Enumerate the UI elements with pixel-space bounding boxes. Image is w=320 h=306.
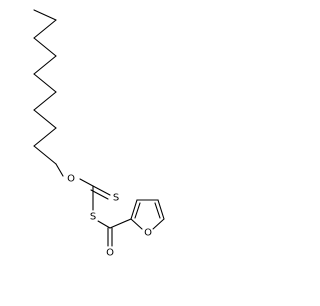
atom-labels: O S S O O <box>65 173 154 259</box>
furan-bond-c4-c5 <box>157 199 165 220</box>
chain-bond-6 <box>33 91 57 111</box>
carbonyl-oxygen-bg <box>104 247 116 259</box>
chain-bond-8 <box>33 127 57 147</box>
thione-double-bond <box>90 185 111 200</box>
chain-bond-3 <box>33 37 57 57</box>
ester-oxygen-bg <box>65 173 77 185</box>
chain-bond-9 <box>33 145 57 165</box>
thione-sulfur-label: S <box>113 193 119 204</box>
furan-bond-c2-c3-inner <box>134 202 141 219</box>
furan-bond-c2-c3 <box>130 199 138 220</box>
chain-bond-1 <box>33 9 57 21</box>
thioester-sulfur-bg <box>87 211 99 223</box>
furan-bond-c5-o <box>152 218 165 230</box>
furan-bond-c4-c5-inner <box>154 202 161 219</box>
furan-bond-o-c2 <box>130 218 143 230</box>
chain-bond-5 <box>33 73 57 93</box>
s-to-acyl-carbon-bond <box>97 220 111 229</box>
furan-oxygen-bg <box>142 227 154 239</box>
thione-bond-line-1 <box>92 185 111 196</box>
acyl-to-furan-bond <box>109 218 132 229</box>
ester-oxygen-label: O <box>67 174 75 185</box>
chain-bond-7 <box>33 109 57 129</box>
chain-bond-2 <box>33 19 57 39</box>
thioester-sulfur-label: S <box>90 212 96 223</box>
carbonyl-double-bond <box>107 227 113 247</box>
furan-oxygen-label: O <box>144 228 152 239</box>
thione-bond-line-2 <box>90 189 109 200</box>
carbonyl-oxygen-label: O <box>106 248 114 259</box>
chain-bond-10 <box>55 163 64 177</box>
thione-sulfur-bg <box>110 192 122 204</box>
molecule-structure-diagram: O S S O O <box>33 9 165 259</box>
chain-bond-4 <box>33 55 57 75</box>
decyl-chain <box>33 9 64 177</box>
furan-ring <box>130 199 165 230</box>
o-to-central-carbon-bond <box>79 178 94 187</box>
